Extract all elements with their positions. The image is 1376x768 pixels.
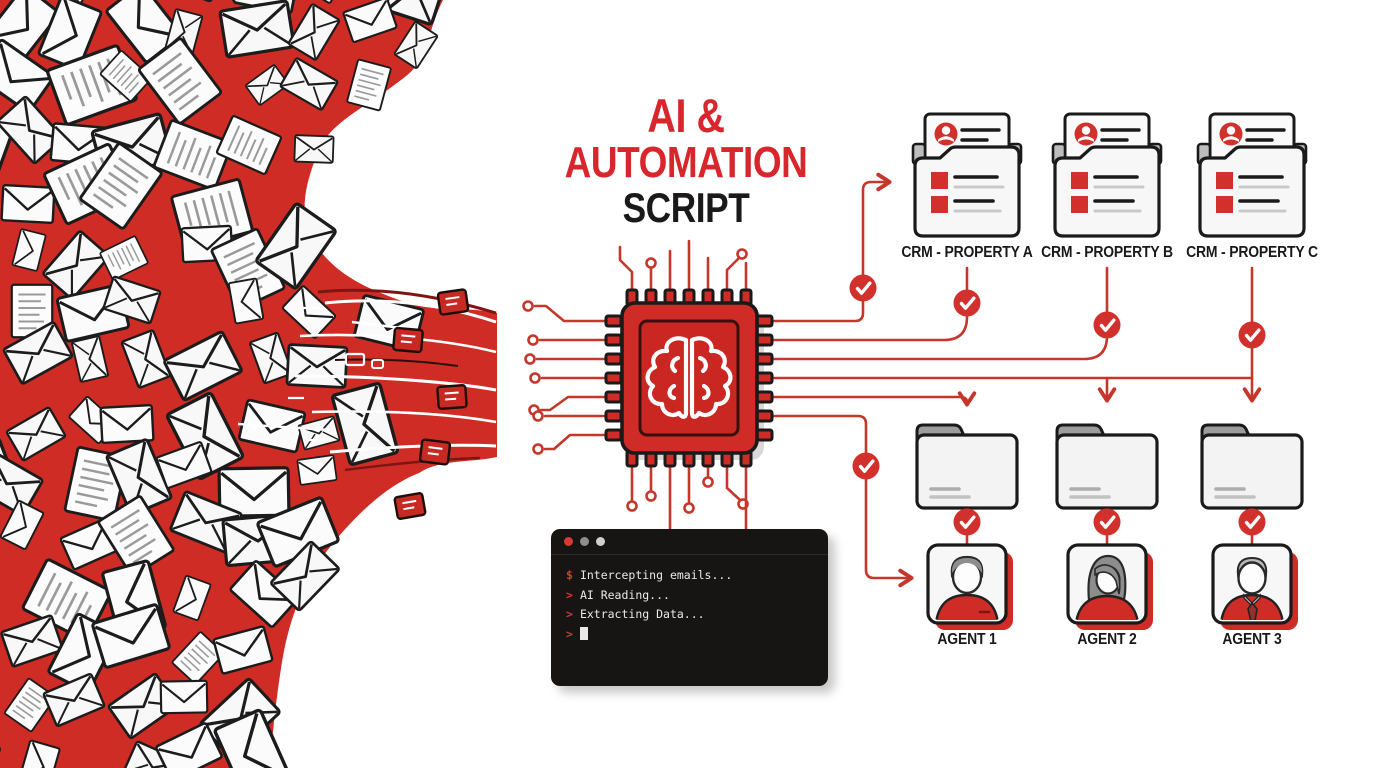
terminal-line: >AI Reading...: [566, 587, 670, 602]
brain-icon: [645, 336, 733, 419]
check-badge: [1236, 506, 1268, 538]
check-badge: [850, 450, 882, 482]
line-to-crm-a: [770, 172, 892, 323]
folder-b-icon: [1055, 423, 1159, 510]
crm-b-label: CRM - PROPERTY B: [1041, 244, 1173, 261]
envelope-icon: [293, 134, 335, 164]
envelope-icon: [218, 0, 296, 59]
agent-3-avatar: [1211, 543, 1300, 632]
diagram-title: AI & AUTOMATION SCRIPT: [506, 92, 866, 229]
folder-a-icon: [915, 423, 1019, 510]
envelope-icon: [227, 277, 265, 325]
title-line-2: AUTOMATION: [564, 138, 808, 187]
envelope-icon: [296, 454, 338, 486]
flow-connections: [770, 172, 1262, 588]
crm-card-a: [911, 112, 1023, 238]
terminal-output: $Intercepting emails... >AI Reading... >…: [551, 555, 828, 646]
terminal-window: $Intercepting emails... >AI Reading... >…: [551, 529, 828, 686]
window-dot-light: [596, 537, 605, 546]
terminal-titlebar: [551, 529, 828, 555]
crm-card-b: [1051, 112, 1163, 238]
check-badge: [1091, 309, 1123, 341]
terminal-line: $Intercepting emails...: [566, 568, 733, 582]
envelope-icon: [99, 403, 155, 445]
check-badge: [951, 506, 983, 538]
agent-2-avatar: [1066, 543, 1155, 632]
terminal-line: >Extracting Data...: [566, 607, 705, 621]
crm-card-c: [1196, 112, 1308, 238]
terminal-cursor: [579, 626, 588, 640]
crm-a-label: CRM - PROPERTY A: [901, 244, 1033, 261]
window-dot-gray: [580, 537, 589, 546]
check-badge: [1091, 506, 1123, 538]
agent-1-avatar: [926, 543, 1015, 632]
folder-c-icon: [1200, 423, 1304, 510]
funnel-stream: [237, 287, 497, 521]
crm-c-label: CRM - PROPERTY C: [1186, 244, 1318, 261]
agent-2-label: AGENT 2: [1077, 631, 1137, 648]
ai-chip-icon: [604, 288, 774, 468]
check-badge: [847, 272, 879, 304]
title-line-3: SCRIPT: [622, 184, 750, 231]
title-line-1: AI &: [647, 89, 725, 142]
envelope-icon: [0, 183, 56, 225]
check-badge: [1236, 319, 1268, 351]
agent-1-label: AGENT 1: [937, 631, 997, 648]
circuit-traces-bottom: [626, 462, 749, 534]
envelope-icon: [285, 343, 349, 389]
window-dot-red: [564, 537, 573, 546]
circuit-traces-top: [618, 239, 748, 294]
email-pile: [0, 0, 497, 768]
terminal-line: >: [566, 626, 828, 647]
agent-3-label: AGENT 3: [1222, 631, 1282, 648]
line-folder-a-drop: [770, 391, 977, 407]
circuit-traces-left: [522, 300, 608, 455]
envelope-icon: [159, 679, 209, 715]
line-to-agent-1: [770, 414, 914, 588]
check-badge: [951, 287, 983, 319]
line-crm-b-column: [770, 266, 1109, 361]
line-crm-a-column: [770, 266, 969, 342]
